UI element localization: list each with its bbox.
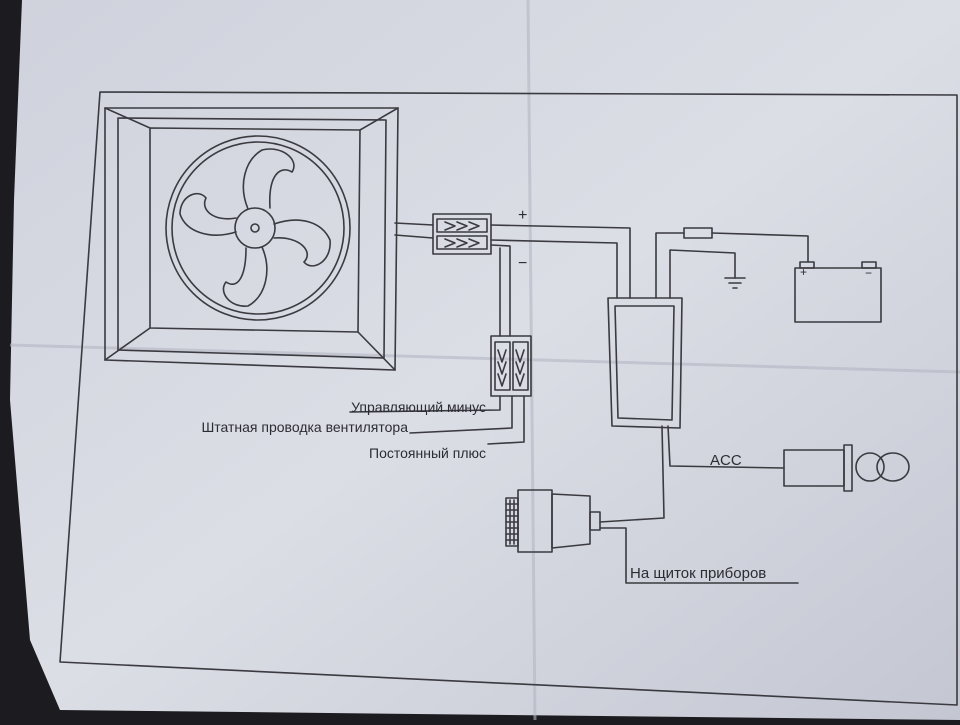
lead-to-dashboard (599, 527, 799, 584)
wire-acc (667, 425, 785, 469)
control-module (607, 297, 683, 429)
wire-module-to-sensor (599, 425, 665, 523)
fold-line-horizontal (9, 343, 960, 374)
temperature-sensor-icon (505, 489, 601, 553)
lead-constant-plus (487, 395, 525, 445)
fan-wire-top (394, 222, 434, 226)
lead-stock-wiring (409, 395, 513, 434)
diagram-border (59, 91, 958, 706)
wire-fuse-to-battery-plus (711, 232, 809, 263)
fan-connector (432, 213, 492, 255)
label-stock-fan-wiring: Штатная проводка вентилятора (201, 419, 408, 435)
ignition-switch-icon (783, 444, 910, 492)
minus-mark: − (518, 255, 527, 272)
lead-control-minus (349, 395, 501, 413)
wire-module-to-ground (669, 249, 736, 299)
plus-mark: + (518, 207, 527, 224)
wire-minus-to-module (490, 239, 618, 299)
radiator-fan (104, 107, 399, 371)
label-constant-plus: Постоянный плюс (369, 445, 486, 461)
label-control-minus: Управляющий минус (351, 399, 486, 415)
ground-icon (724, 277, 746, 289)
battery-plus-mark: + (800, 265, 807, 279)
fan-wire-bottom (394, 234, 434, 239)
label-acc: ACC (710, 452, 742, 469)
battery-minus-mark: − (865, 266, 872, 280)
wire-module-to-fuse (655, 232, 685, 299)
wire-plus-to-module (490, 224, 631, 299)
battery-icon (794, 261, 882, 323)
label-to-dashboard: На щиток приборов (630, 565, 766, 582)
stock-connector (490, 335, 532, 397)
wire-to-connector-2 (490, 244, 511, 337)
